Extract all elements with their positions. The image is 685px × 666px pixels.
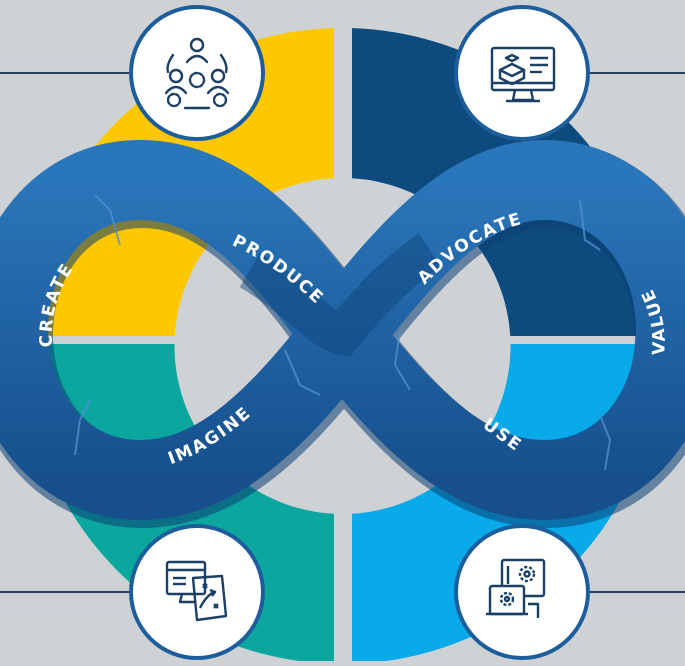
devices-settings-icon bbox=[486, 558, 546, 618]
monitor-blocks-icon bbox=[490, 46, 556, 103]
team-gears-icon bbox=[164, 37, 230, 110]
loop-segment-dividers bbox=[74, 194, 612, 471]
icon-badge-bottom-right bbox=[454, 524, 590, 660]
loop-crossing-shadow bbox=[239, 233, 442, 358]
icon-badge-top-right bbox=[454, 5, 590, 141]
icon-badge-top-left bbox=[129, 5, 265, 141]
strategy-plan-icon bbox=[165, 560, 228, 622]
infinity-loop bbox=[0, 140, 685, 528]
icon-badge-bottom-left bbox=[129, 524, 265, 660]
